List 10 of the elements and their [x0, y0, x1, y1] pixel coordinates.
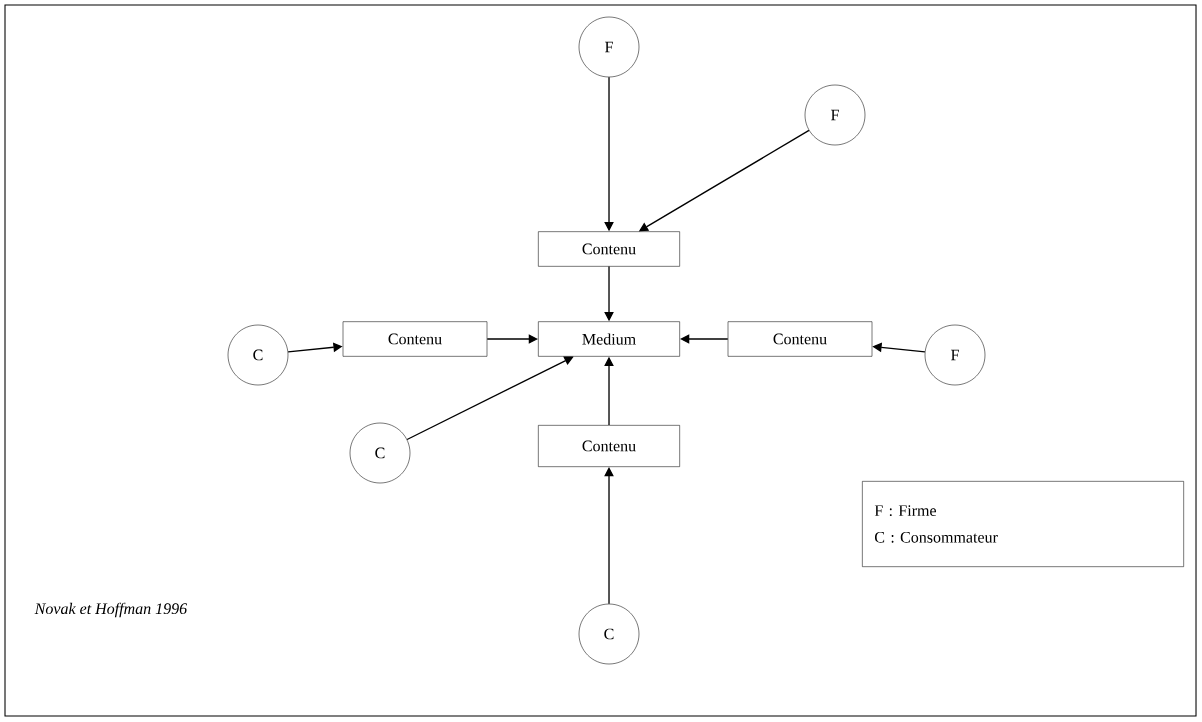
arrow [604, 467, 614, 605]
process-box: Contenu [538, 231, 680, 267]
process-box: Contenu [727, 321, 873, 357]
arrow [486, 334, 538, 344]
process-box: Medium [538, 321, 680, 357]
key-box: F : Firme C : Consommateur [862, 481, 1184, 567]
process-box: Contenu [538, 425, 680, 467]
source-note: Novak et Hoffman 1996 [34, 602, 188, 618]
process-box: Contenu [342, 321, 488, 357]
arrow [680, 334, 729, 344]
